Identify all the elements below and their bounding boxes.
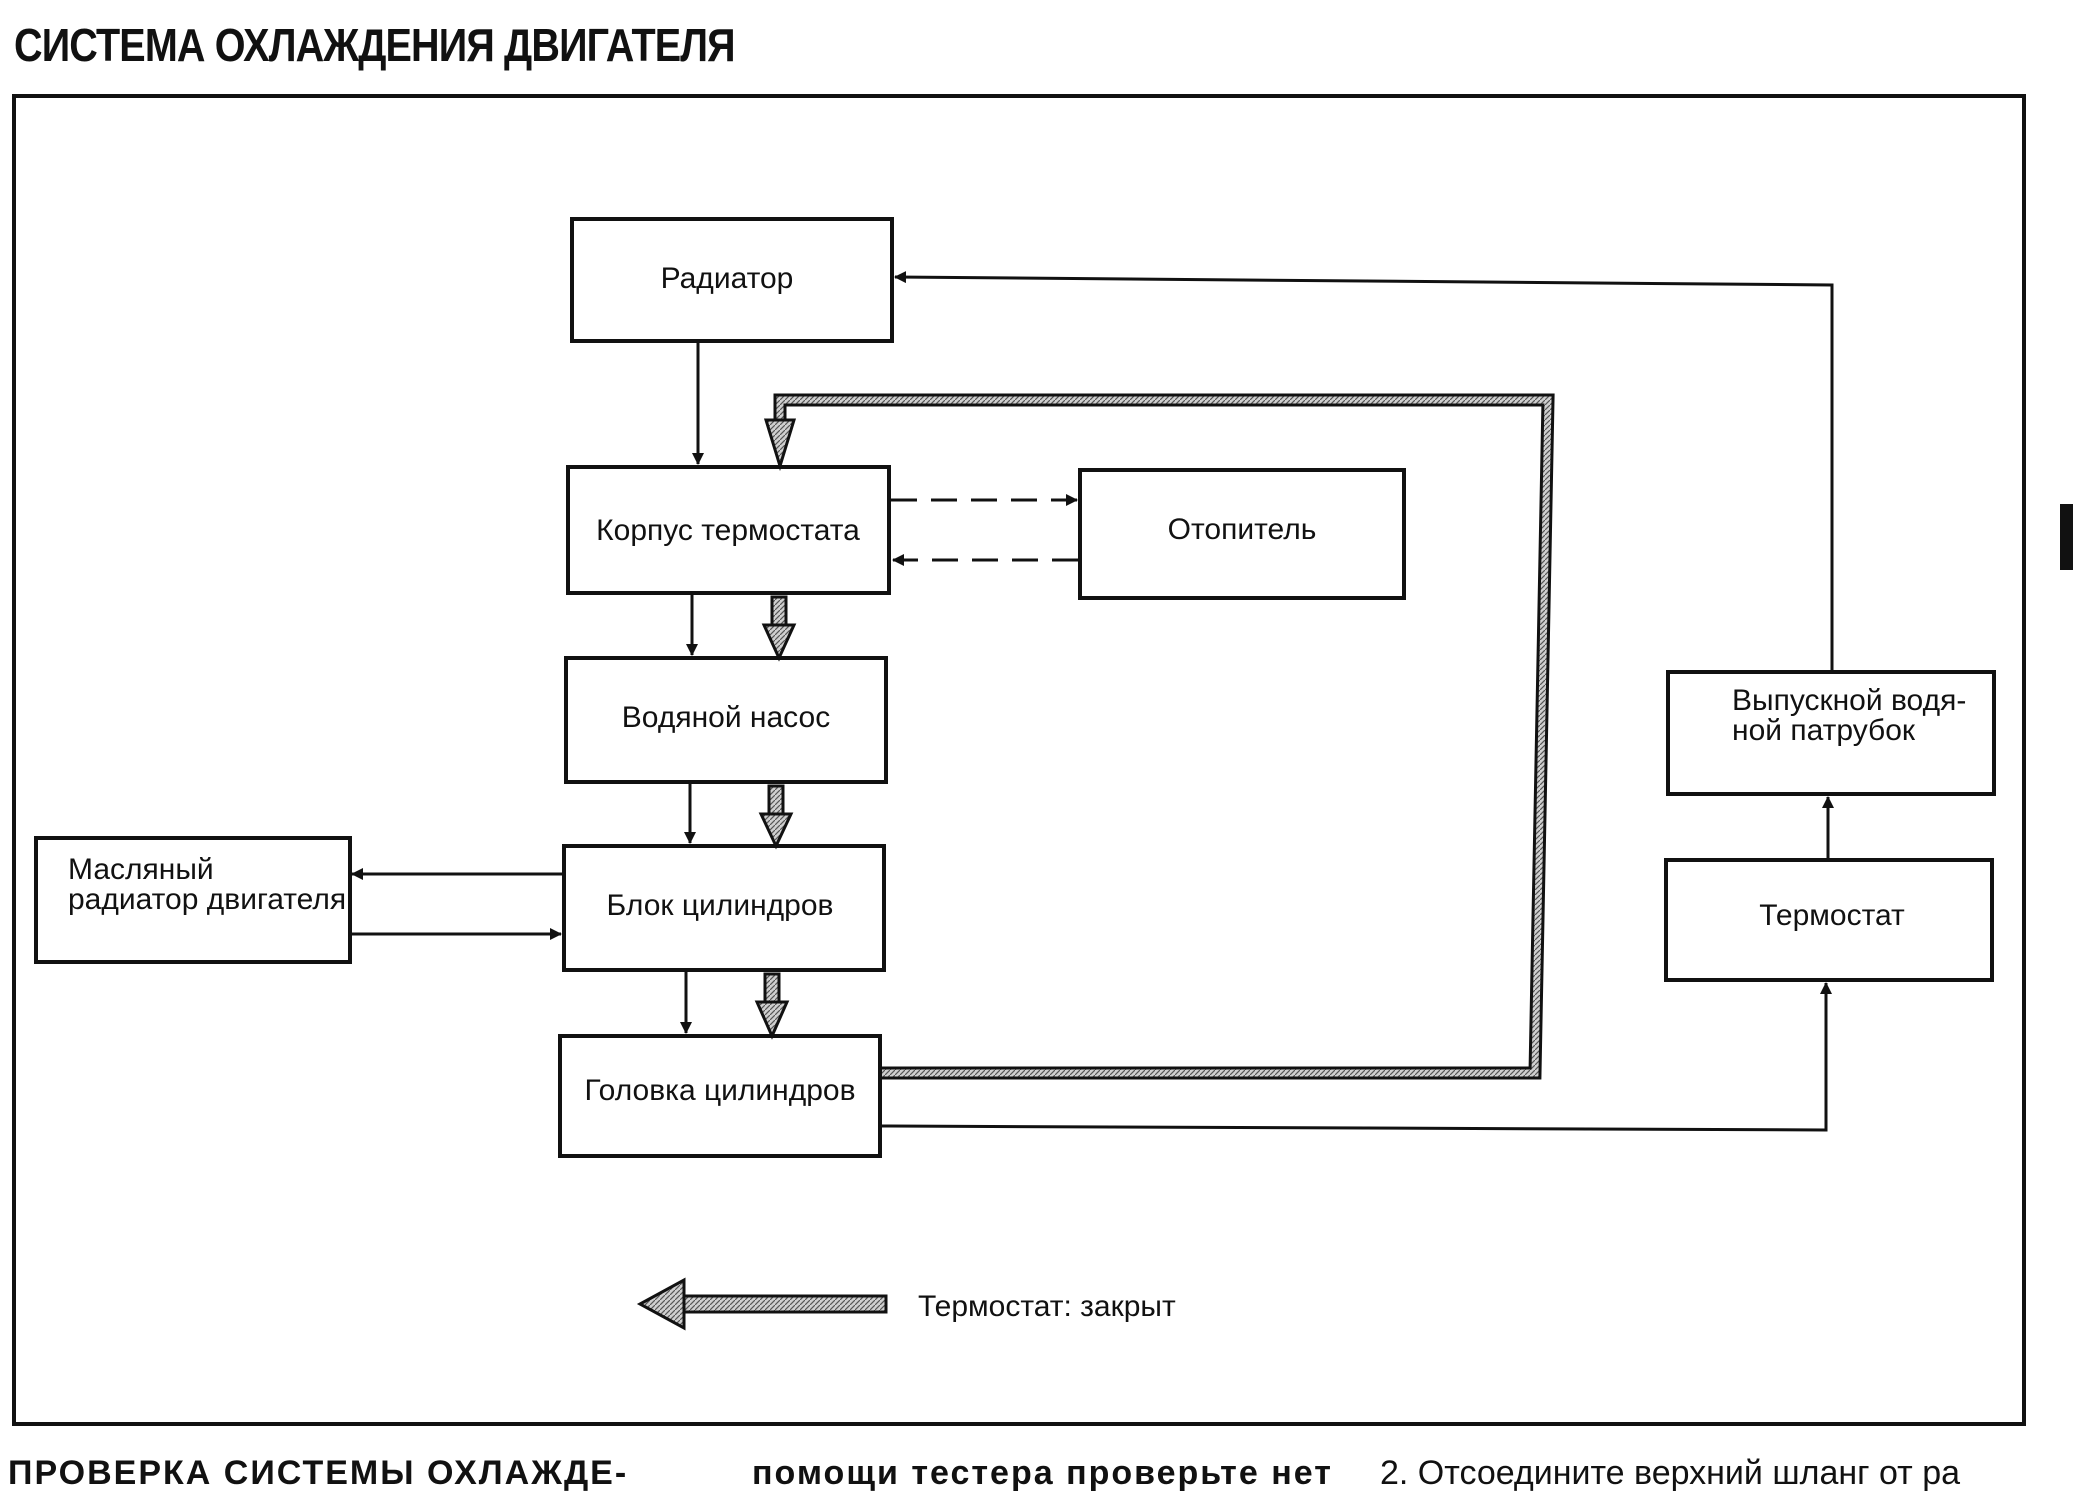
node-label-line: Выпускной водя- <box>1732 684 1966 717</box>
node-label-line: ной патрубок <box>1732 714 1916 747</box>
flow-arrows <box>351 271 1834 1132</box>
node-label-line: Водяной насос <box>622 701 830 734</box>
bypass-arrow-block-to-head <box>754 972 790 1040</box>
node-cylinder-head: Головка цилиндров <box>558 1034 882 1158</box>
node-label-line: Корпус термостата <box>596 514 860 547</box>
node-heater: Отопитель <box>1078 468 1406 600</box>
node-water-pump: Водяной насос <box>564 656 888 784</box>
node-thermostat-housing-label: Корпус термостата <box>596 514 860 547</box>
node-cylinder-block-label: Блок цилиндров <box>607 889 834 922</box>
bypass-arrow-pump-to-block <box>758 784 794 850</box>
bottom-text-col3: 2. Отсоедините верхний шланг от ра <box>1380 1454 1961 1492</box>
node-label-line: Головка цилиндров <box>584 1074 855 1107</box>
legend: Термостат: закрыт <box>636 1277 1176 1331</box>
node-cylinder-block: Блок цилиндров <box>562 844 886 972</box>
node-cylinder-head-label: Головка цилиндров <box>584 1074 855 1107</box>
node-water-pump-label: Водяной насос <box>622 701 830 734</box>
bypass-arrow-housing-to-pump <box>761 595 797 662</box>
node-thermostat-label: Термостат <box>1759 899 1905 932</box>
node-radiator-label: Радиатор <box>661 262 794 295</box>
node-thermostat: Термостат <box>1664 858 1994 982</box>
node-thermostat-housing: Корпус термостата <box>566 465 891 595</box>
node-label-line: Термостат <box>1759 899 1905 932</box>
node-label-line: Отопитель <box>1168 513 1317 546</box>
bypass-arrowhead-housing <box>763 418 797 472</box>
heater-flow-arrows <box>891 494 1078 566</box>
bottom-text-col1: ПРОВЕРКА СИСТЕМЫ ОХЛАЖДЕ- <box>8 1454 629 1492</box>
node-label-line: Блок цилиндров <box>607 889 834 922</box>
hatched-arrow-left-icon <box>636 1277 888 1331</box>
node-heater-label: Отопитель <box>1168 513 1317 546</box>
arrow-head-to-thermostat <box>881 982 1832 1132</box>
legend-label: Термостат: закрыт <box>918 1290 1176 1323</box>
bottom-text-col2: помощи тестера проверьте нет <box>752 1454 1333 1492</box>
node-outlet-pipe: Выпускной водя-ной патрубок <box>1666 670 1996 796</box>
node-label-line: Масляный <box>68 853 214 886</box>
arrow-outlet-to-radiator <box>894 271 1834 670</box>
page-title: СИСТЕМА ОХЛАЖДЕНИЯ ДВИГАТЕЛЯ <box>14 19 736 71</box>
node-label-line: радиатор двигателя <box>68 883 346 916</box>
diagram-frame <box>12 94 2026 1426</box>
node-outlet-pipe-label: Выпускной водя-ной патрубок <box>1732 684 1966 747</box>
node-radiator: Радиатор <box>570 217 894 343</box>
bypass-flow <box>754 393 1555 1080</box>
page-edge-tab-marker <box>2060 504 2073 570</box>
node-label-line: Радиатор <box>661 262 794 295</box>
